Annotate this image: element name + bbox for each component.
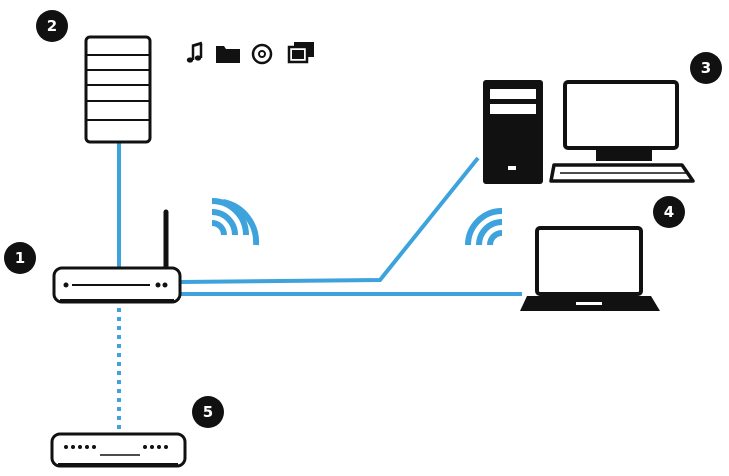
badge-desktop-label: 3 xyxy=(701,59,711,77)
badge-router-label: 1 xyxy=(15,249,25,267)
desktop-tower xyxy=(483,80,543,184)
badge-nas-label: 2 xyxy=(47,17,57,35)
client-wifi-signal xyxy=(465,208,503,246)
music-note-icon xyxy=(186,41,203,63)
badge-router: 1 xyxy=(4,242,36,274)
photos-icon xyxy=(287,42,314,64)
badge-nas: 2 xyxy=(36,10,68,42)
badge-laptop: 4 xyxy=(653,196,685,228)
monitor xyxy=(563,80,679,161)
powerline-adapter xyxy=(50,432,187,468)
badge-extender: 5 xyxy=(192,396,224,428)
folder-icon xyxy=(216,46,240,63)
media-icons xyxy=(186,41,314,65)
badge-laptop-label: 4 xyxy=(664,203,674,221)
laptop xyxy=(520,226,660,311)
connection-lines xyxy=(117,143,522,432)
link-router-desktop xyxy=(179,156,480,284)
disc-icon xyxy=(251,43,273,65)
router-wifi-signal xyxy=(211,198,260,246)
router xyxy=(52,209,182,304)
badge-desktop: 3 xyxy=(690,52,722,84)
nas-server xyxy=(84,35,152,144)
keyboard xyxy=(549,163,695,183)
badge-extender-label: 5 xyxy=(203,403,213,421)
